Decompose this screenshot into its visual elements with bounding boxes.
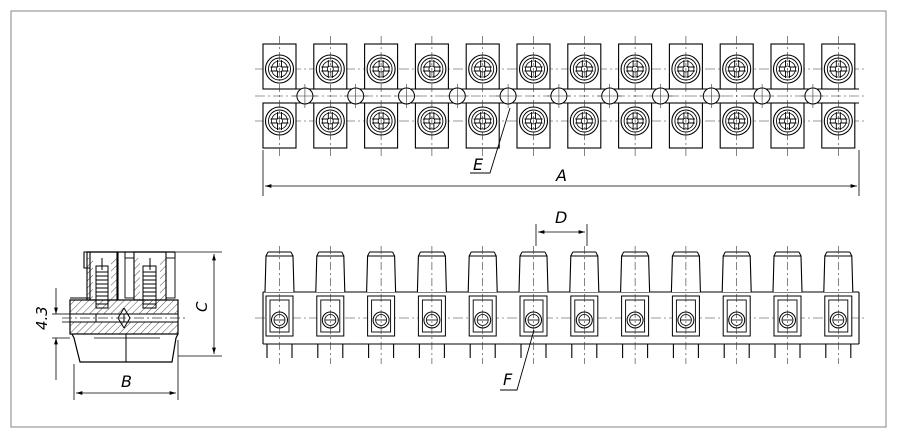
top-terminal: [313, 36, 368, 156]
callout-f-label: F: [503, 370, 513, 389]
front-terminal: [823, 246, 854, 364]
front-terminal: [721, 246, 752, 364]
front-terminal: [620, 246, 651, 364]
top-terminal: [262, 36, 317, 156]
dimension-b-label: B: [121, 372, 132, 391]
dimension-d-label: D: [555, 208, 567, 227]
top-terminal: [770, 36, 825, 156]
top-terminal: [719, 36, 775, 156]
top-terminal: [465, 36, 521, 156]
hole-dimension-label: 4.3: [33, 306, 51, 330]
drawing-frame: [10, 10, 887, 428]
top-terminal: [516, 36, 571, 156]
front-terminal: [366, 246, 397, 364]
top-terminal: [414, 36, 470, 156]
top-terminal: [668, 36, 724, 156]
front-view: [255, 246, 867, 364]
front-terminal: [772, 246, 803, 364]
callout-e-label: E: [473, 155, 484, 174]
front-terminal: [315, 246, 346, 364]
front-terminal: [670, 246, 701, 364]
top-terminal: [821, 36, 856, 156]
front-terminal: [569, 246, 600, 364]
top-terminal: [364, 36, 419, 156]
front-terminal: [416, 246, 447, 364]
dimension-c-label: C: [193, 301, 211, 312]
side-section-view: 4.3 C B: [33, 251, 222, 400]
dimension-a-label: A: [555, 166, 567, 185]
main-dimensions: A D E F: [262, 107, 860, 391]
top-terminal: [618, 36, 673, 156]
front-terminal: [264, 246, 295, 364]
top-view: [255, 36, 867, 156]
front-terminal: [518, 246, 549, 364]
front-terminal: [467, 246, 498, 364]
top-terminal: [567, 36, 622, 156]
